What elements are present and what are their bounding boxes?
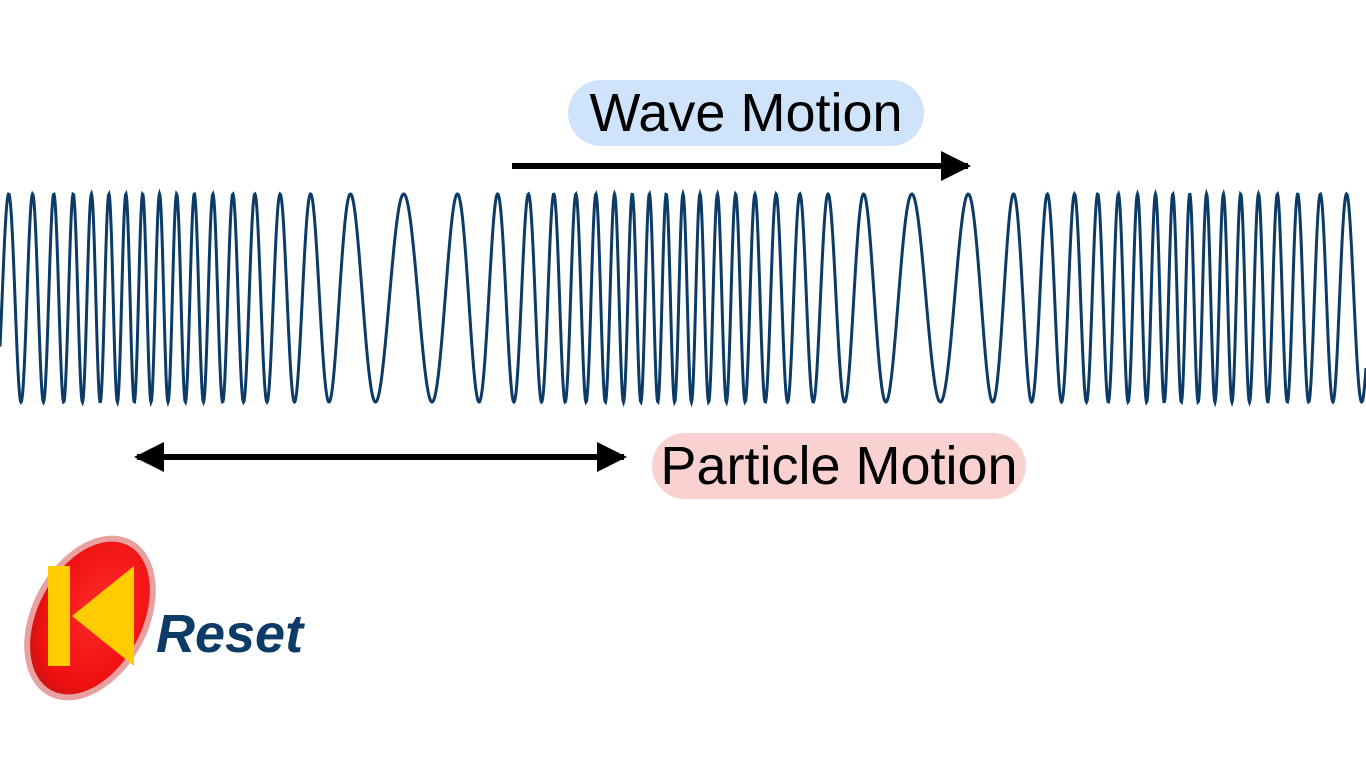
reset-rewind-icon: [24, 535, 156, 701]
wave-motion-label: Wave Motion: [568, 80, 924, 146]
particle-motion-label: Particle Motion: [652, 433, 1026, 499]
longitudinal-wave: [0, 188, 1366, 408]
reset-button[interactable]: [22, 532, 342, 708]
